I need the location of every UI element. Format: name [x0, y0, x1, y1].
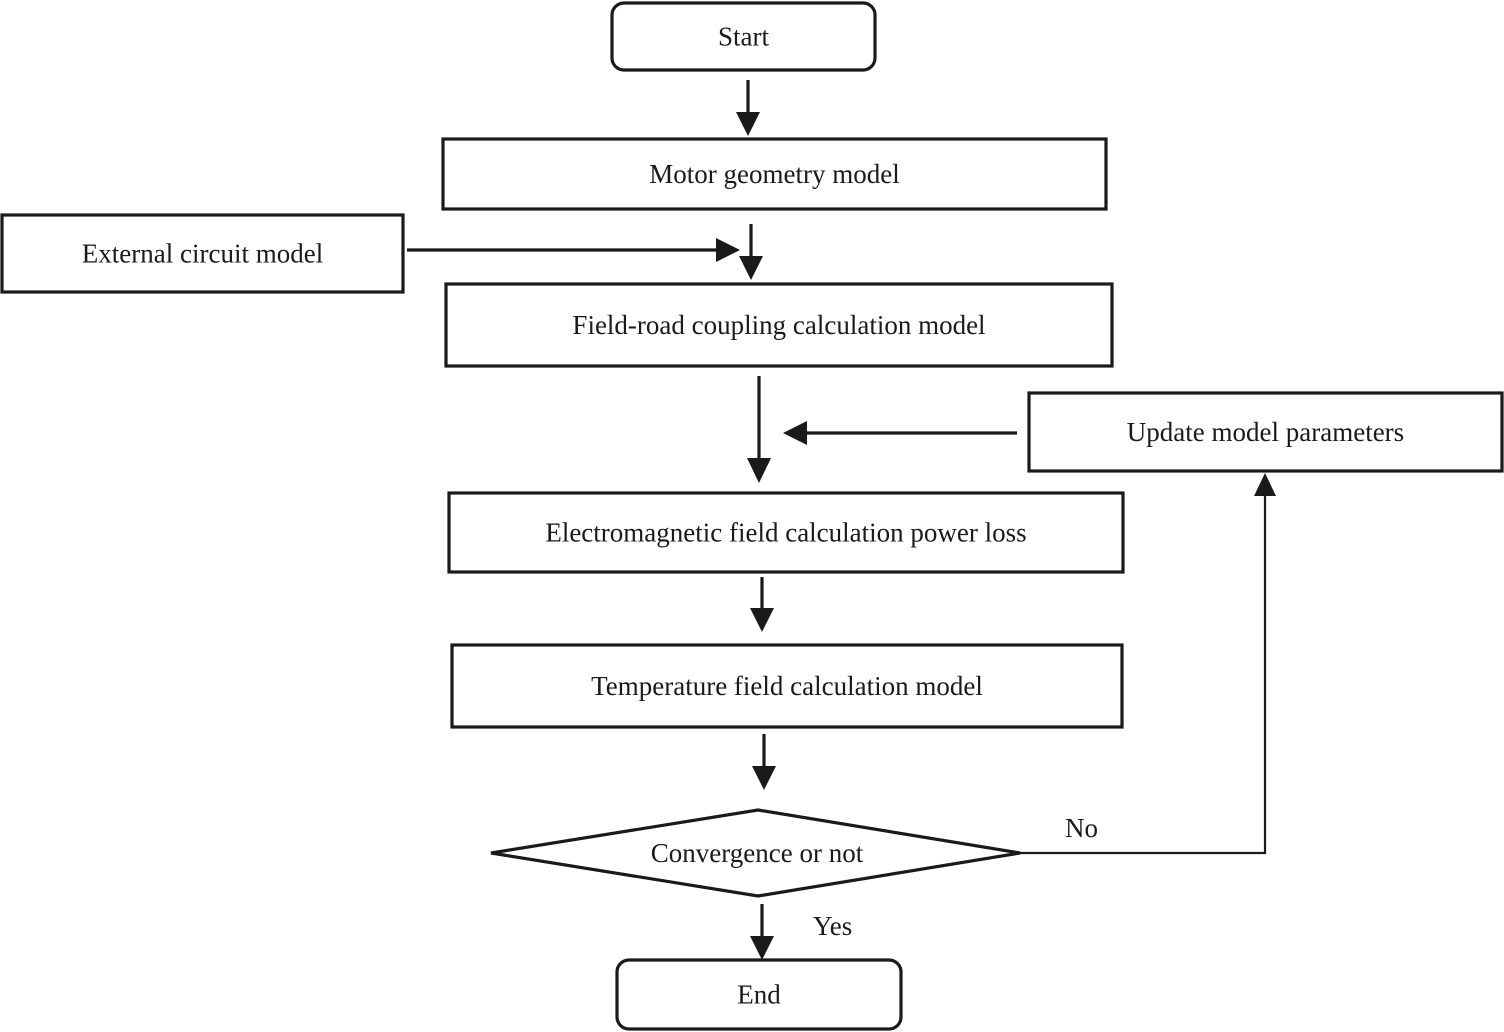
node-end-label: End: [737, 980, 781, 1010]
node-electromagnetic-field-power-loss[interactable]: Electromagnetic field calculation power …: [447, 491, 1125, 574]
edge-convergence-no-to-update-params: [1020, 473, 1276, 855]
edge-em-field-to-temperature: [750, 577, 774, 632]
node-convergence-decision-label: Convergence or not: [651, 838, 864, 868]
edge-motor-geometry-to-field-road: [739, 224, 763, 280]
edge-start-to-motor-geometry: [736, 80, 760, 136]
edge-temperature-to-convergence: [752, 734, 776, 790]
edge-label-no: No: [1065, 813, 1098, 843]
node-temperature-field-model-label: Temperature field calculation model: [591, 671, 983, 701]
node-update-model-parameters-label: Update model parameters: [1127, 417, 1404, 447]
node-field-road-coupling-model[interactable]: Field-road coupling calculation model: [444, 282, 1114, 368]
node-end[interactable]: End: [615, 958, 903, 1031]
node-external-circuit-model[interactable]: External circuit model: [0, 213, 405, 294]
edge-convergence-yes-to-end: [750, 904, 774, 960]
node-electromagnetic-field-power-loss-label: Electromagnetic field calculation power …: [545, 518, 1026, 548]
node-external-circuit-model-label: External circuit model: [82, 239, 323, 269]
node-motor-geometry-model[interactable]: Motor geometry model: [441, 137, 1108, 211]
node-field-road-coupling-model-label: Field-road coupling calculation model: [572, 310, 985, 340]
edge-external-circuit-to-field-road: [407, 238, 740, 262]
edge-update-params-to-main-flow: [783, 421, 1017, 445]
node-motor-geometry-model-label: Motor geometry model: [649, 159, 899, 189]
node-convergence-decision[interactable]: Convergence or not: [490, 808, 1021, 898]
edge-label-yes: Yes: [813, 911, 852, 941]
node-temperature-field-model[interactable]: Temperature field calculation model: [450, 643, 1124, 729]
node-start[interactable]: Start: [610, 1, 877, 72]
node-update-model-parameters[interactable]: Update model parameters: [1027, 391, 1504, 473]
edge-field-road-to-em-field: [747, 376, 771, 483]
node-start-label: Start: [718, 22, 769, 52]
